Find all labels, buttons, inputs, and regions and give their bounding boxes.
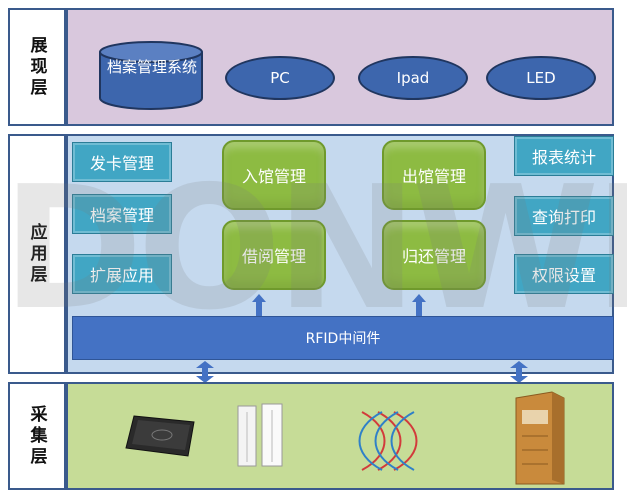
rfid-reader-icon <box>125 415 195 457</box>
app-permission: 权限设置 <box>514 254 614 294</box>
layer-label-collection: 采集层 <box>8 382 66 490</box>
archive-system-label: 档案管理系统 <box>106 58 197 76</box>
rfid-middleware-bar: RFID中间件 <box>72 316 614 360</box>
up-arrow-icon <box>412 294 426 316</box>
app-card-issuing: 发卡管理 <box>72 142 172 182</box>
led-ellipse: LED <box>486 56 596 100</box>
up-arrow-icon <box>252 294 266 316</box>
layer-label-application: 应用层 <box>8 134 66 374</box>
app-entry-mgmt: 入馆管理 <box>222 140 326 210</box>
archive-system-cylinder <box>99 41 203 110</box>
app-extension: 扩展应用 <box>72 254 172 294</box>
presentation-panel: 档案管理系统 PC Ipad LED <box>66 8 614 126</box>
app-report-stats: 报表统计 <box>514 136 614 176</box>
archive-box-icon <box>515 391 565 485</box>
app-exit-mgmt: 出馆管理 <box>382 140 486 210</box>
rfid-tag-icon <box>358 411 418 471</box>
application-panel: 发卡管理 档案管理 扩展应用 入馆管理 借阅管理 出馆管理 归还管理 报表统计 … <box>66 134 614 374</box>
ipad-ellipse: Ipad <box>358 56 468 100</box>
double-arrow-icon <box>510 361 528 383</box>
app-query-print: 查询打印 <box>514 196 614 236</box>
pc-ellipse: PC <box>225 56 335 100</box>
app-borrow-mgmt: 借阅管理 <box>222 220 326 290</box>
collection-panel <box>66 382 614 490</box>
double-arrow-icon <box>196 361 214 383</box>
app-return-mgmt: 归还管理 <box>382 220 486 290</box>
app-archive-mgmt: 档案管理 <box>72 194 172 234</box>
security-gate-icon <box>237 403 283 467</box>
layer-label-presentation: 展现层 <box>8 8 66 126</box>
